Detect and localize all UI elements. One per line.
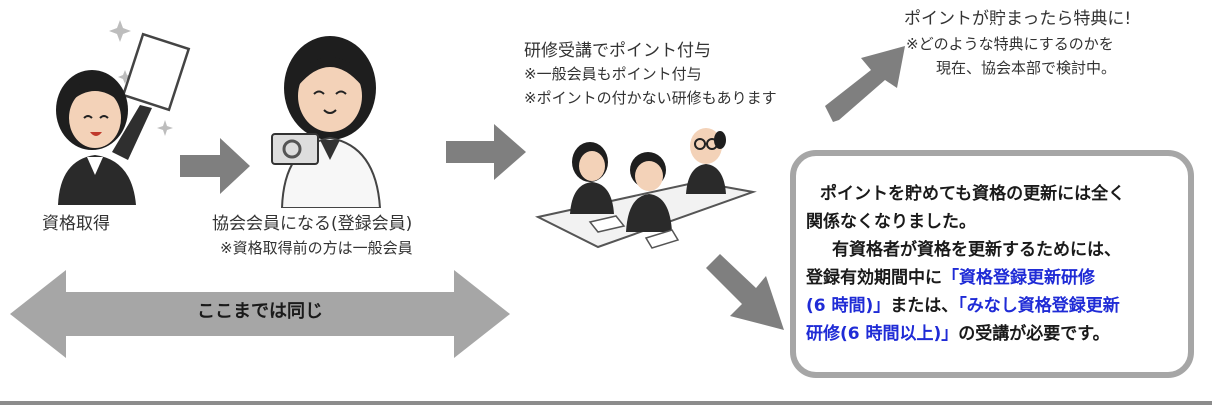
step-training-label: 研修受講でポイント付与: [524, 41, 711, 61]
notice-highlight-3: 「みなし資格登録更新: [958, 296, 1120, 316]
arrow-down-right: [706, 254, 784, 330]
notice-line-4: 登録有効期間中に「資格登録更新研修: [806, 264, 1180, 292]
member-card-illustration: [271, 36, 382, 208]
step-benefit-note2: 現在、協会本部で検討中。: [936, 59, 1117, 77]
member-card: [271, 133, 319, 165]
step-training-note2: ※ポイントの付かない研修もあります: [524, 89, 777, 107]
notice-line-6: 研修(6 時間以上)」の受講が必要です。: [806, 320, 1180, 348]
seminar-illustration: [535, 128, 757, 249]
notice-line-5: (6 時間)」または、「みなし資格登録更新: [806, 292, 1180, 320]
notice-line-3: 有資格者が資格を更新するためには、: [832, 240, 1121, 260]
certificate-person-illustration: [56, 20, 191, 205]
arrow-right-2: [446, 124, 526, 180]
notice-line-5b: または、: [890, 296, 959, 316]
notice-line-4a: 登録有効期間中に: [806, 268, 942, 288]
step-member-label: 協会会員になる(登録会員): [212, 214, 413, 234]
step-benefit-label: ポイントが貯まったら特典に!: [904, 9, 1132, 29]
notice-highlight-2: (6 時間)」: [806, 296, 891, 316]
notice-line-2: 関係なくなりました。: [806, 212, 976, 232]
same-label: ここまでは同じ: [197, 301, 323, 322]
notice-highlight-1: 「資格登録更新研修: [942, 268, 1095, 288]
double-arrow: [10, 270, 510, 358]
arrow-up-right: [825, 46, 905, 122]
notice-line-1: ポイントを貯めても資格の更新には全く: [820, 184, 1126, 204]
step-acquire-label: 資格取得: [42, 214, 110, 234]
notice-box: ポイントを貯めても資格の更新には全く 関係なくなりました。 有資格者が資格を更新…: [790, 150, 1194, 378]
notice-highlight-4: 研修(6 時間以上)」: [806, 324, 959, 344]
arrow-right-1: [180, 138, 250, 194]
step-training-note1: ※一般会員もポイント付与: [524, 65, 702, 83]
certificate-paper: [121, 32, 191, 112]
bottom-divider: [0, 401, 1212, 405]
notice-line-6b: の受講が必要です。: [958, 324, 1110, 344]
step-member-note: ※資格取得前の方は一般会員: [220, 239, 413, 257]
step-benefit-note1: ※どのような特典にするのかを: [906, 35, 1114, 53]
